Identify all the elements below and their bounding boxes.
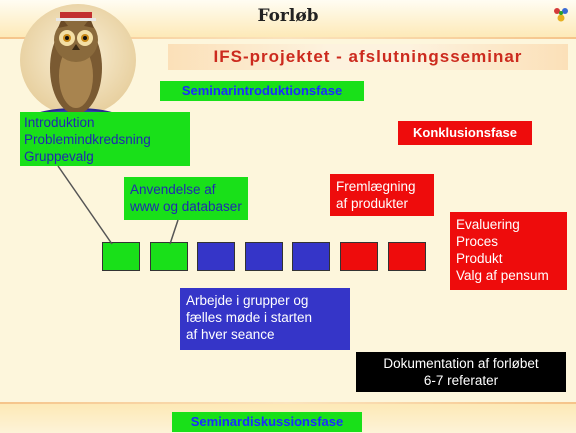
ornament-icon (554, 8, 568, 22)
intro-topic: Problemindkredsning (24, 132, 151, 147)
documentation-box: Dokumentation af forløbet 6-7 referater (356, 352, 566, 392)
documentation-line: Dokumentation af forløbet (383, 356, 539, 371)
evaluation-box: Evaluering Proces Produkt Valg af pensum (450, 212, 567, 290)
timeline-step-5 (292, 242, 330, 271)
group-work-line: af hver seance (186, 327, 275, 342)
connector-application-to-step2 (169, 219, 179, 245)
header-rule (0, 37, 576, 39)
intro-topic: Introduktion (24, 115, 95, 130)
intro-topic: Gruppevalg (24, 149, 94, 164)
timeline-step-3 (197, 242, 235, 271)
presentation-box: Fremlægning af produkter (330, 174, 434, 216)
footer-rule (0, 402, 576, 404)
phase-introduction-label: Seminarintroduktionsfase (160, 81, 364, 101)
page-title: Forløb (257, 6, 319, 26)
application-line: www og databaser (130, 199, 242, 214)
group-work-line: fælles møde i starten (186, 310, 313, 325)
presentation-line: Fremlægning (336, 179, 416, 194)
timeline-step-1 (102, 242, 140, 271)
timeline-step-4 (245, 242, 283, 271)
evaluation-line: Proces (456, 234, 499, 249)
application-box: Anvendelse af www og databaser (124, 177, 248, 220)
timeline-step-6 (340, 242, 378, 271)
group-work-line: Arbejde i grupper og (186, 293, 309, 308)
evaluation-line: Produkt (456, 251, 503, 266)
presentation-line: af produkter (336, 196, 409, 211)
phase-conclusion-label: Konklusionsfase (398, 121, 532, 145)
phase-discussion-label: Seminardiskussionsfase (172, 412, 362, 432)
timeline-step-7 (388, 242, 426, 271)
evaluation-line: Valg af pensum (456, 268, 549, 283)
application-line: Anvendelse af (130, 182, 216, 197)
group-work-box: Arbejde i grupper og fælles møde i start… (180, 288, 350, 350)
timeline-step-2 (150, 242, 188, 271)
connector-intro-to-step1 (57, 165, 113, 245)
evaluation-line: Evaluering (456, 217, 520, 232)
page-subtitle: IFS-projektet - afslutningsseminar (168, 44, 568, 70)
intro-topics-box: Introduktion Problemindkredsning Gruppev… (20, 112, 190, 166)
documentation-line: 6-7 referater (423, 373, 499, 388)
